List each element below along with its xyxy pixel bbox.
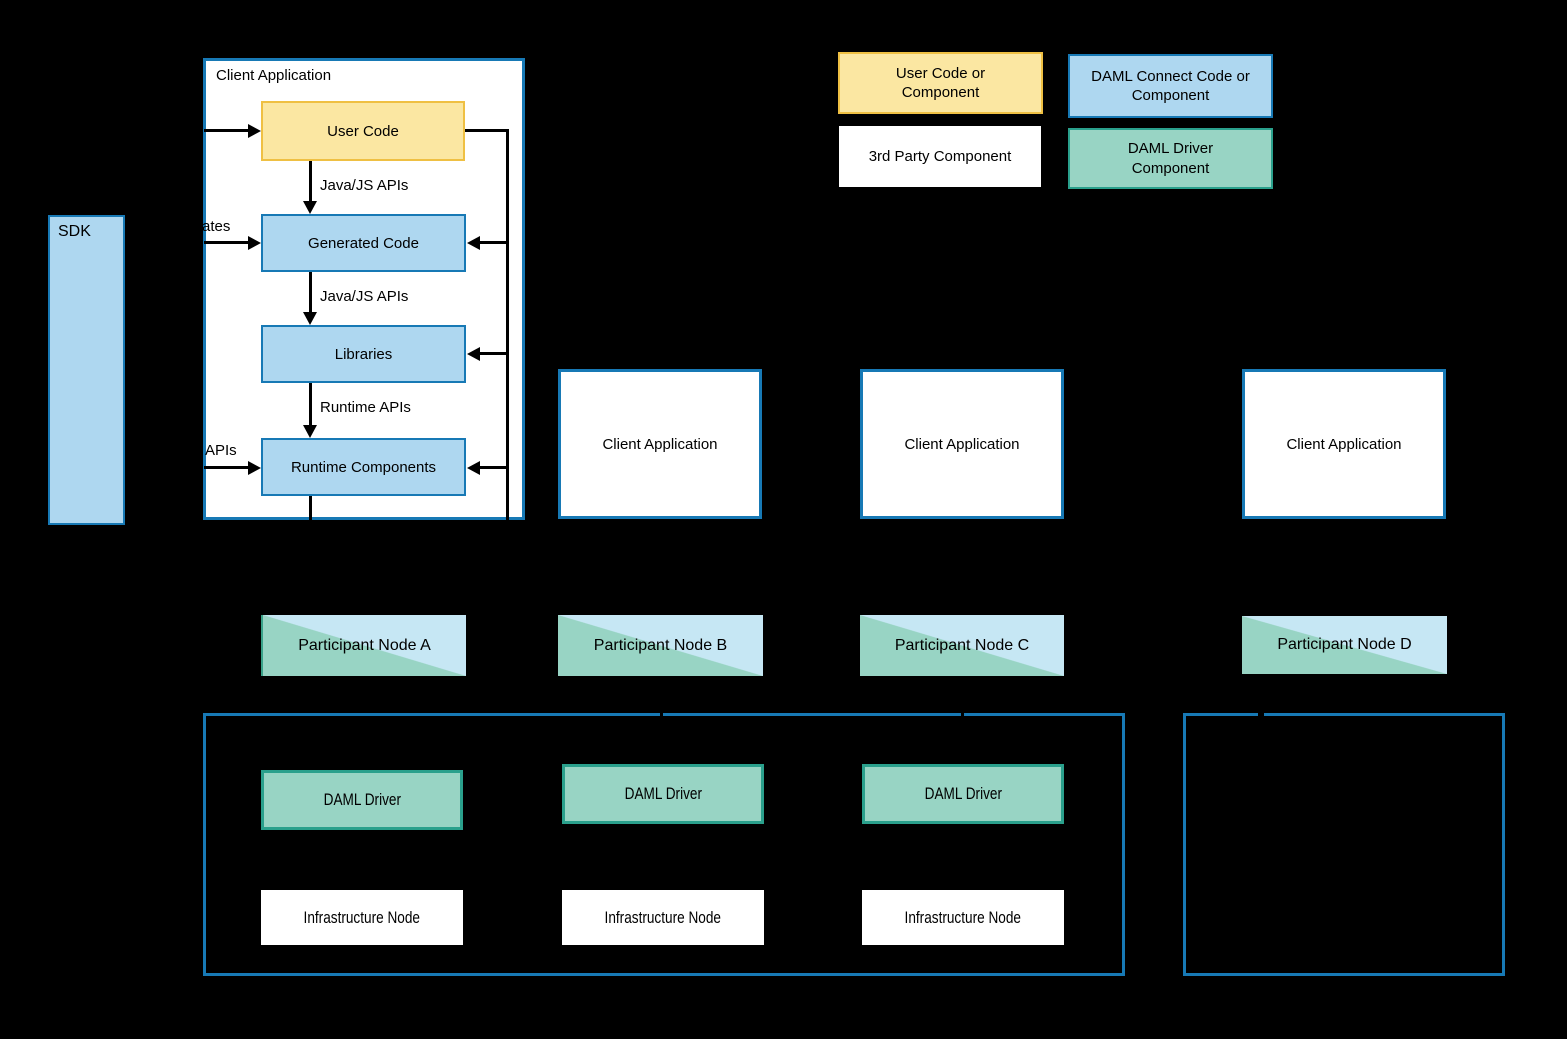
flow-label-runtime-apis: Runtime APIs — [320, 399, 411, 416]
infrastructure-right-frame — [1183, 713, 1505, 976]
arrowhead-libraries-to-runtime — [303, 425, 317, 438]
feedback-stub-generated — [480, 241, 507, 244]
daml-driver-a-box: DAML Driver — [261, 770, 463, 830]
infrastructure-node-b-box: Infrastructure Node — [562, 890, 764, 945]
infrastructure-node-c-box: Infrastructure Node — [862, 890, 1064, 945]
participant-node-b-box: Participant Node B — [558, 615, 763, 676]
runtime-down-line — [309, 496, 312, 524]
runtime-components-box: Runtime Components — [261, 438, 466, 496]
client-application-d-box: Client Application — [1242, 369, 1446, 519]
arrow-line-generated-to-libraries — [309, 272, 312, 313]
user-code-label: User Code — [327, 122, 399, 140]
client-application-c-box: Client Application — [860, 369, 1064, 519]
arrowhead-feedback-libraries — [467, 347, 480, 361]
legend-user-code-label: User Code or Component — [895, 64, 986, 102]
feedback-stub-runtime — [480, 466, 507, 469]
sdk-box: SDK — [48, 215, 125, 525]
feedback-line-top — [465, 129, 509, 132]
sdk-label: SDK — [58, 223, 91, 240]
libraries-box: Libraries — [261, 325, 466, 383]
legend-third-party-label: 3rd Party Component — [868, 147, 1012, 165]
generated-code-label: Generated Code — [308, 234, 419, 252]
arrowhead-into-generated-code — [248, 236, 261, 250]
arrowhead-into-runtime-components — [248, 461, 261, 475]
edge-fragment-apis: APIs — [205, 442, 237, 459]
daml-driver-a-label: DAML Driver — [323, 790, 401, 809]
client-application-main-title: Client Application — [216, 67, 332, 84]
legend-daml-connect-label: DAML Connect Code or Component — [1091, 67, 1250, 105]
generated-code-box: Generated Code — [261, 214, 466, 272]
legend-daml-driver-box: DAML Driver Component — [1068, 128, 1273, 189]
runtime-components-label: Runtime Components — [290, 458, 437, 476]
libraries-label: Libraries — [334, 345, 393, 363]
connector-tick-2 — [961, 709, 964, 721]
flow-label-java-js-2: Java/JS APIs — [320, 288, 409, 305]
participant-node-b-label: Participant Node B — [593, 636, 728, 654]
client-application-b-label: Client Application — [602, 435, 718, 453]
arrow-line-user-to-generated — [309, 161, 312, 203]
user-code-box: User Code — [261, 101, 465, 161]
arrow-line-into-runtime-components — [204, 466, 249, 469]
infrastructure-node-a-box: Infrastructure Node — [261, 890, 463, 945]
feedback-line-vertical — [506, 129, 509, 524]
daml-driver-c-label: DAML Driver — [924, 784, 1002, 803]
arrow-line-libraries-to-runtime — [309, 383, 312, 425]
arrow-line-into-user-code — [204, 129, 249, 132]
infrastructure-node-a-label: Infrastructure Node — [303, 907, 421, 927]
connector-tick-1 — [660, 709, 663, 721]
arrow-line-into-generated-code — [204, 241, 249, 244]
infrastructure-node-c-label: Infrastructure Node — [904, 907, 1022, 927]
legend-third-party-box: 3rd Party Component — [839, 126, 1041, 187]
participant-node-c-box: Participant Node C — [860, 615, 1064, 676]
daml-driver-b-label: DAML Driver — [624, 784, 702, 803]
legend-user-code-box: User Code or Component — [838, 52, 1043, 114]
arrowhead-user-to-generated — [303, 201, 317, 214]
arrowhead-generated-to-libraries — [303, 312, 317, 325]
connector-tick-3 — [1258, 709, 1264, 721]
flow-label-java-js-1: Java/JS APIs — [320, 177, 409, 194]
feedback-stub-libraries — [480, 352, 507, 355]
participant-node-d-label: Participant Node D — [1277, 636, 1412, 653]
participant-node-a-label: Participant Node A — [298, 636, 431, 654]
participant-node-a-box: Participant Node A — [261, 615, 466, 676]
participant-node-d-box: Participant Node D — [1242, 616, 1447, 674]
arrowhead-feedback-generated — [467, 236, 480, 250]
infrastructure-node-b-label: Infrastructure Node — [604, 907, 722, 927]
legend-daml-connect-box: DAML Connect Code or Component — [1068, 54, 1273, 118]
arrowhead-into-user-code — [248, 124, 261, 138]
daml-driver-c-box: DAML Driver — [862, 764, 1064, 824]
client-application-c-label: Client Application — [904, 435, 1020, 453]
daml-driver-b-box: DAML Driver — [562, 764, 764, 824]
legend-daml-driver-label: DAML Driver Component — [1127, 140, 1214, 177]
client-application-d-label: Client Application — [1286, 435, 1402, 453]
arrowhead-feedback-runtime — [467, 461, 480, 475]
edge-fragment-generates: ates — [202, 218, 231, 235]
participant-node-c-label: Participant Node C — [894, 636, 1030, 654]
client-application-b-box: Client Application — [558, 369, 762, 519]
infrastructure-group-frame — [203, 713, 1125, 976]
